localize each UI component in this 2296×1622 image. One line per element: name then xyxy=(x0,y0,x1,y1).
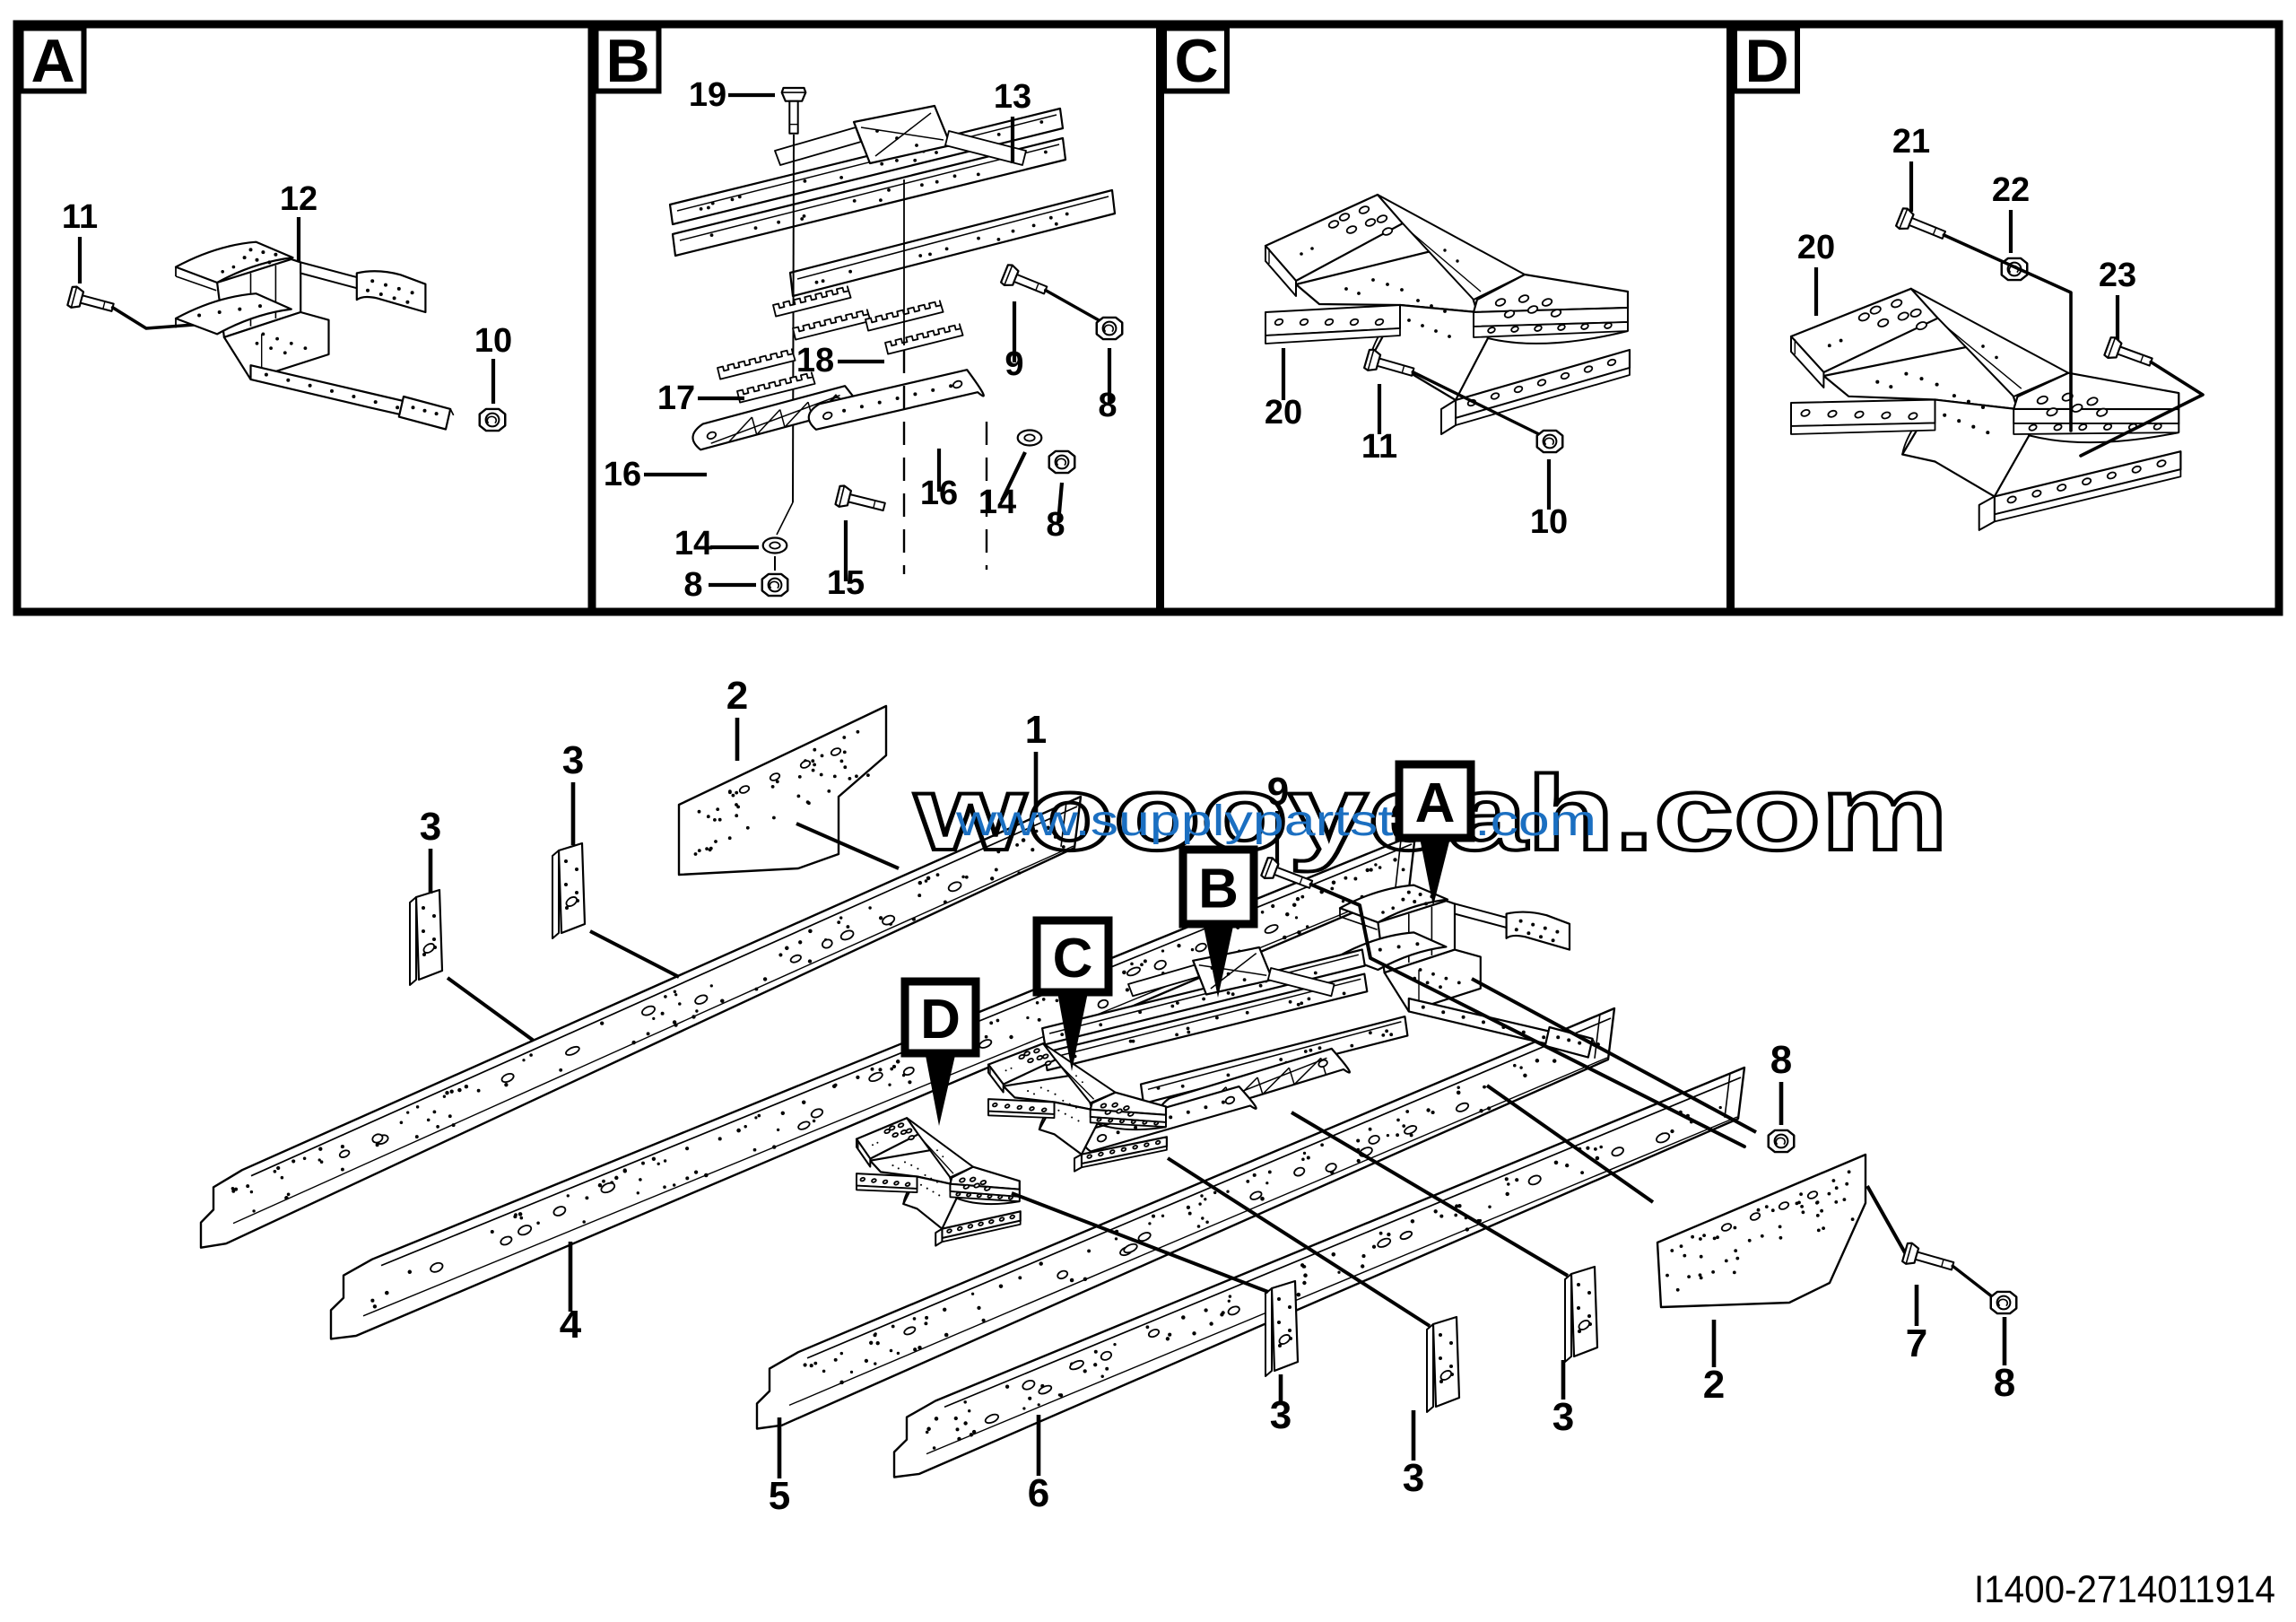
svg-text:8: 8 xyxy=(1770,1038,1792,1082)
svg-text:8: 8 xyxy=(1046,506,1065,544)
svg-text:20: 20 xyxy=(1797,229,1835,266)
svg-text:3: 3 xyxy=(420,805,441,849)
svg-text:5: 5 xyxy=(769,1474,790,1518)
svg-text:2: 2 xyxy=(726,674,748,718)
svg-text:12: 12 xyxy=(280,180,317,218)
svg-text:3: 3 xyxy=(1403,1456,1424,1500)
svg-text:14: 14 xyxy=(674,525,712,562)
svg-text:2: 2 xyxy=(1703,1363,1725,1407)
svg-text:D: D xyxy=(920,989,961,1051)
svg-text:3: 3 xyxy=(562,738,584,782)
svg-text:21: 21 xyxy=(1892,123,1930,161)
svg-text:16: 16 xyxy=(604,456,641,493)
svg-text:6: 6 xyxy=(1028,1471,1049,1515)
svg-text:8: 8 xyxy=(1994,1361,2015,1405)
svg-text:17: 17 xyxy=(657,379,695,417)
svg-text:1: 1 xyxy=(1025,708,1047,752)
svg-text:I1400-2714011914: I1400-2714011914 xyxy=(1974,1568,2275,1611)
svg-text:C: C xyxy=(1174,27,1218,95)
svg-text:9: 9 xyxy=(1004,345,1023,383)
svg-text:B: B xyxy=(605,27,649,95)
svg-text:18: 18 xyxy=(796,342,834,379)
svg-text:9: 9 xyxy=(1267,770,1289,814)
svg-text:11: 11 xyxy=(62,198,98,236)
svg-text:B: B xyxy=(1198,859,1239,920)
svg-text:www.supplypartstore.com: www.supplypartstore.com xyxy=(955,798,1596,845)
svg-text:19: 19 xyxy=(689,76,726,114)
svg-text:C: C xyxy=(1053,928,1093,990)
svg-text:22: 22 xyxy=(1992,171,2030,209)
svg-text:D: D xyxy=(1744,27,1788,95)
svg-text:8: 8 xyxy=(1098,387,1117,424)
svg-text:A: A xyxy=(1415,772,1456,834)
svg-text:A: A xyxy=(30,27,74,95)
svg-text:14: 14 xyxy=(978,484,1016,521)
svg-text:10: 10 xyxy=(474,322,512,360)
svg-text:7: 7 xyxy=(1906,1321,1927,1365)
svg-text:23: 23 xyxy=(2099,257,2136,294)
svg-text:13: 13 xyxy=(994,78,1031,116)
svg-text:8: 8 xyxy=(683,566,702,604)
svg-text:3: 3 xyxy=(1552,1395,1574,1439)
